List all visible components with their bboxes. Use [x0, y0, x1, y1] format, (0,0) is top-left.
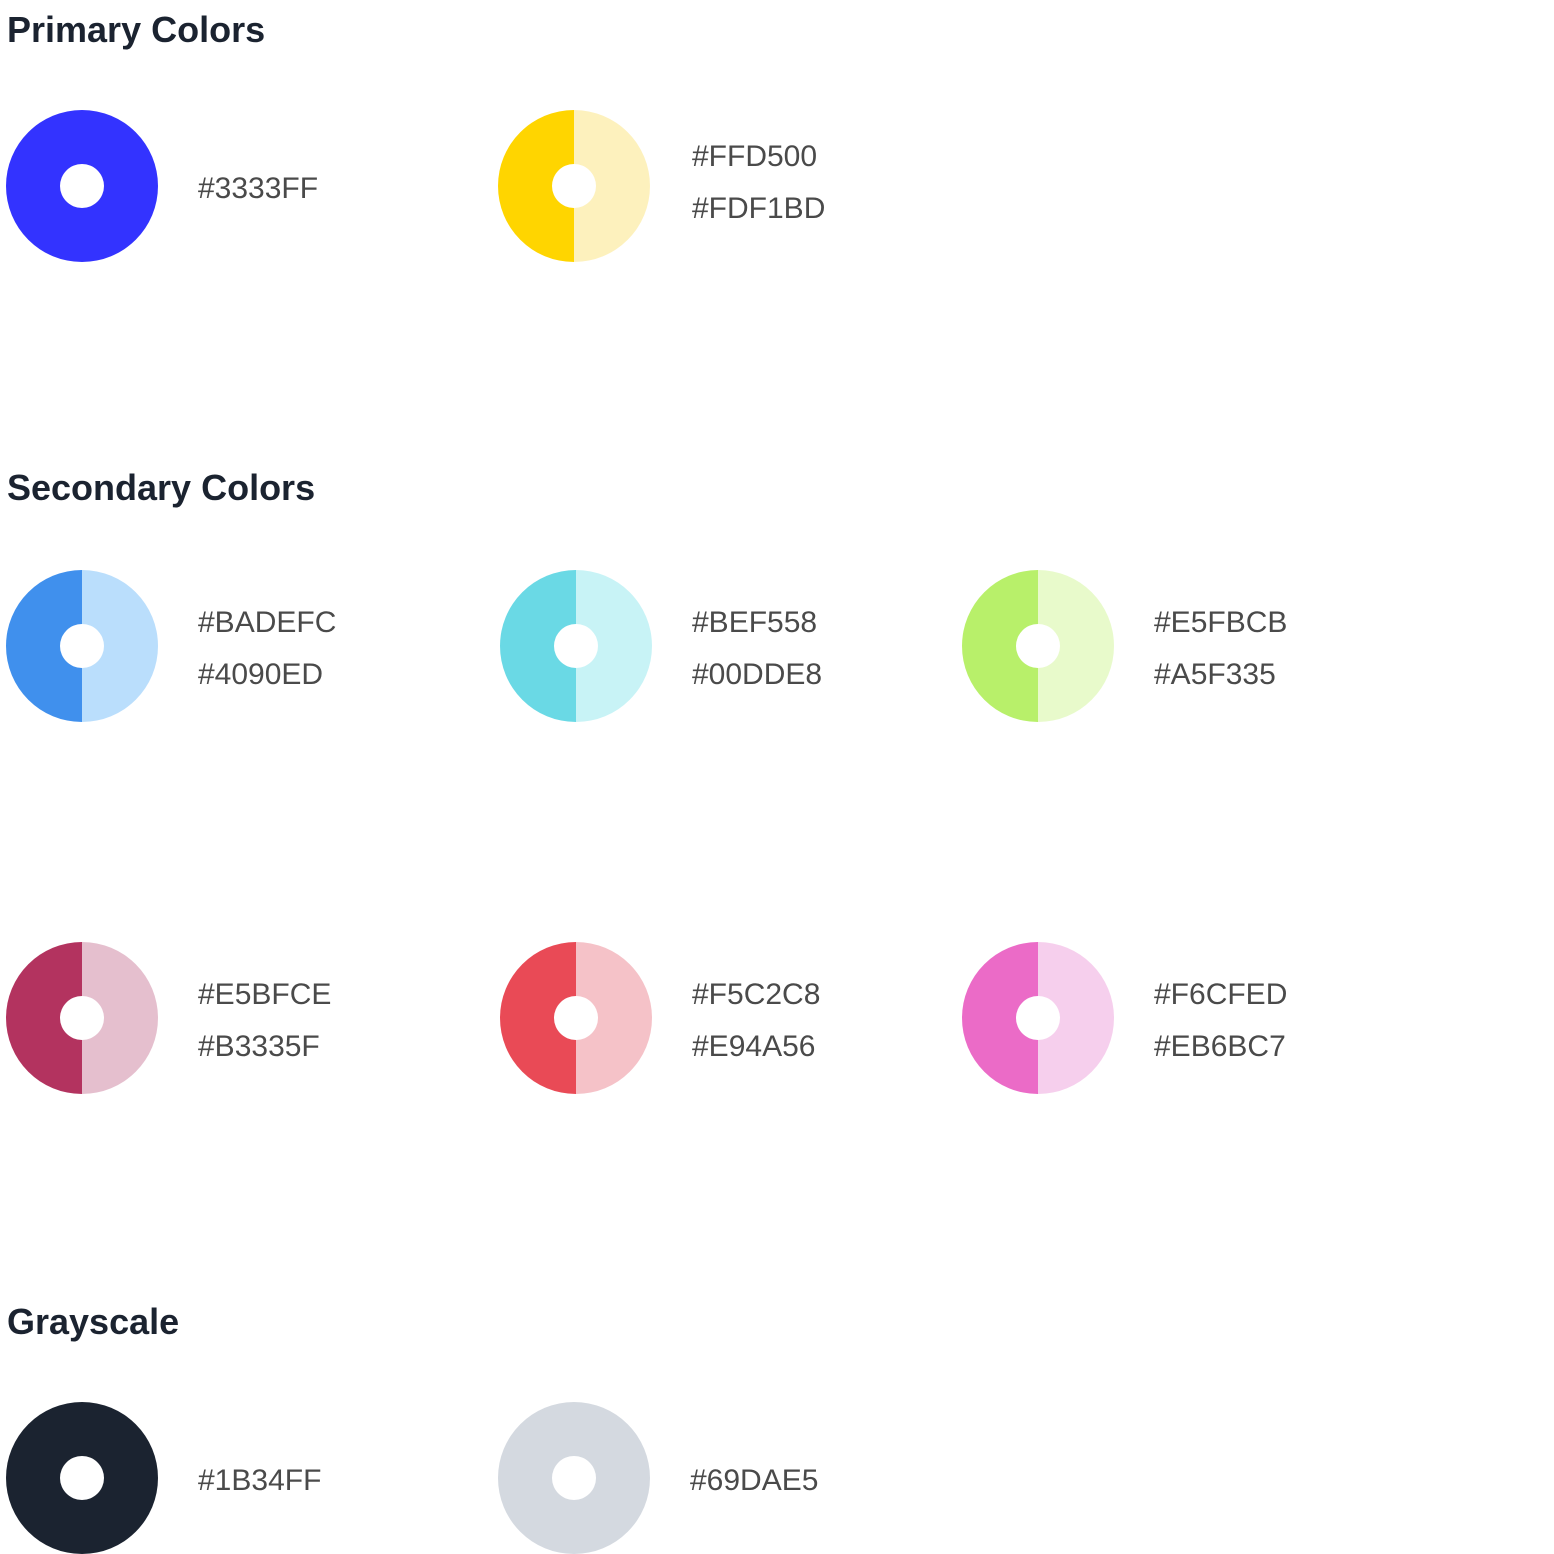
swatch-center-hole	[60, 996, 104, 1040]
swatch-secondary-blue	[6, 570, 158, 722]
swatch-secondary-green	[962, 570, 1114, 722]
swatch-center-hole	[1016, 996, 1060, 1040]
color-code: #BADEFC	[198, 606, 337, 639]
color-code: #1B34FF	[198, 1464, 322, 1497]
swatch-secondary-pink	[962, 942, 1114, 1094]
color-codes-primary-yellow: #FFD500 #FDF1BD	[692, 131, 825, 235]
color-codes-grayscale-light: #69DAE5	[690, 1455, 818, 1507]
color-code: #F6CFED	[1154, 978, 1288, 1011]
color-codes-primary-blue: #3333FF	[198, 163, 318, 215]
color-codes-secondary-crimson: #E5BFCE #B3335F	[198, 969, 331, 1073]
color-code: #B3335F	[198, 1030, 320, 1063]
swatch-secondary-cyan	[500, 570, 652, 722]
color-codes-secondary-red: #F5C2C8 #E94A56	[692, 969, 820, 1073]
color-code: #FFD500	[692, 140, 818, 173]
swatch-center-hole	[552, 164, 596, 208]
section-title-primary: Primary Colors	[7, 9, 266, 50]
swatch-center-hole	[554, 996, 598, 1040]
swatch-center-hole	[554, 624, 598, 668]
swatch-secondary-crimson	[6, 942, 158, 1094]
color-codes-grayscale-dark: #1B34FF	[198, 1455, 321, 1507]
color-code: #E5FBCB	[1154, 606, 1288, 639]
color-code: #4090ED	[198, 658, 324, 691]
color-codes-secondary-pink: #F6CFED #EB6BC7	[1154, 969, 1287, 1073]
swatch-center-hole	[60, 1456, 104, 1500]
swatch-center-hole	[60, 164, 104, 208]
swatch-center-hole	[60, 624, 104, 668]
section-title-grayscale: Grayscale	[7, 1301, 180, 1342]
color-code: #F5C2C8	[692, 978, 821, 1011]
color-code: #BEF558	[692, 606, 818, 639]
color-code: #3333FF	[198, 172, 319, 205]
color-codes-secondary-green: #E5FBCB #A5F335	[1154, 597, 1287, 701]
swatch-center-hole	[552, 1456, 596, 1500]
swatch-center-hole	[1016, 624, 1060, 668]
swatch-grayscale-light	[498, 1402, 650, 1554]
color-code: #69DAE5	[690, 1464, 819, 1497]
swatch-primary-blue	[6, 110, 158, 262]
color-code: #00DDE8	[692, 658, 823, 691]
color-codes-secondary-cyan: #BEF558 #00DDE8	[692, 597, 822, 701]
swatch-grayscale-dark	[6, 1402, 158, 1554]
swatch-primary-yellow	[498, 110, 650, 262]
color-code: #FDF1BD	[692, 192, 826, 225]
section-title-secondary: Secondary Colors	[7, 467, 316, 508]
color-codes-secondary-blue: #BADEFC #4090ED	[198, 597, 336, 701]
swatch-secondary-red	[500, 942, 652, 1094]
color-code: #EB6BC7	[1154, 1030, 1286, 1063]
color-code: #E94A56	[692, 1030, 816, 1063]
color-code: #A5F335	[1154, 658, 1276, 691]
color-code: #E5BFCE	[198, 978, 332, 1011]
